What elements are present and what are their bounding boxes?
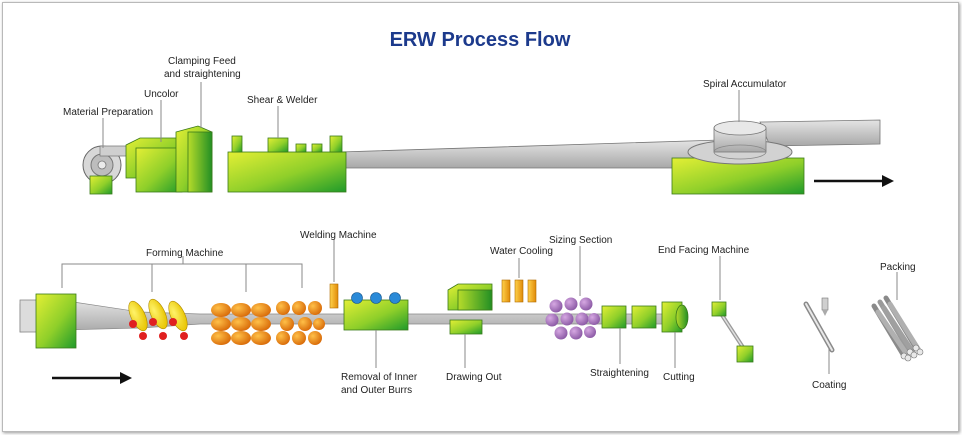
label-end-facing-machine: End Facing Machine <box>658 245 750 256</box>
label-cutting: Cutting <box>663 372 695 383</box>
label-clamping-feed-line2: and straightening <box>164 69 241 80</box>
forming-rollers-orange-1 <box>211 303 271 345</box>
coil-feed-end <box>19 299 39 333</box>
welding-machine <box>329 283 339 309</box>
steel-strip-accumulator-exit <box>759 119 881 147</box>
packing-bundle <box>871 295 924 362</box>
coating-station <box>803 297 835 353</box>
uncolor-machine <box>125 137 183 193</box>
label-removal-line1: Removal of Inner <box>341 372 418 383</box>
label-uncolor: Uncolor <box>144 89 179 100</box>
label-clamping-feed-line1: Clamping Feed <box>168 56 236 67</box>
drawing-out-machine <box>447 283 493 335</box>
label-water-cooling: Water Cooling <box>490 246 553 257</box>
forming-rollers-yellow <box>128 298 188 340</box>
forming-entry-block <box>35 293 77 349</box>
forming-rollers-orange-2 <box>276 301 325 345</box>
burr-removal-machine <box>343 292 409 331</box>
flow-arrow-bottom <box>52 372 132 384</box>
straightening-machine <box>601 305 657 329</box>
flow-arrow-top <box>814 175 894 187</box>
end-facing-machine <box>711 301 754 363</box>
clamping-feed-machine <box>175 125 213 193</box>
label-removal-line2: and Outer Burrs <box>341 385 412 396</box>
label-straightening: Straightening <box>590 368 649 379</box>
diagram-title: ERW Process Flow <box>390 29 571 51</box>
cutting-machine <box>661 301 689 333</box>
sizing-section-rollers <box>545 297 600 340</box>
label-shear-welder: Shear & Welder <box>247 95 318 106</box>
label-coating: Coating <box>812 380 846 391</box>
label-spiral-accumulator: Spiral Accumulator <box>703 79 787 90</box>
label-sizing-section: Sizing Section <box>549 235 612 246</box>
label-drawing-out: Drawing Out <box>446 372 502 383</box>
material-preparation-coil <box>82 145 133 195</box>
shear-welder-machine <box>227 135 347 193</box>
label-welding-machine: Welding Machine <box>300 230 377 241</box>
forming-machine-bracket <box>61 263 303 292</box>
label-material-preparation: Material Preparation <box>63 107 153 118</box>
label-forming-machine: Forming Machine <box>146 248 224 259</box>
spiral-accumulator <box>671 120 805 195</box>
label-packing: Packing <box>880 262 916 273</box>
water-cooling-units <box>501 279 537 303</box>
steel-strip-top <box>339 139 721 169</box>
